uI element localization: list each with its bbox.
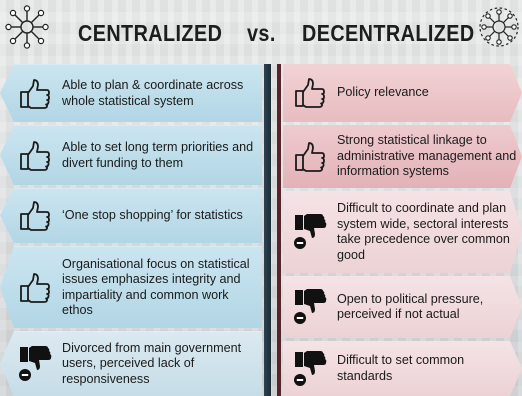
thumbs-down-icon	[293, 213, 327, 251]
decentralized-item-text: Difficult to coordinate and plan system …	[337, 201, 510, 262]
centralized-item-text: Organisational focus on statistical issu…	[62, 256, 250, 318]
centralized-title: CENTRALIZED	[78, 20, 223, 46]
thumbs-down-icon	[293, 350, 327, 388]
centralized-item-text: Able to set long term priorities and div…	[62, 140, 254, 170]
thumbs-up-icon	[20, 140, 50, 171]
thumbs-up-icon	[293, 76, 327, 110]
centralized-item-text: ‘One stop shopping’ for statistics	[62, 208, 243, 223]
decentralized-item: Open to political pressure, perceived if…	[283, 276, 522, 338]
thumbs-down-icon	[19, 346, 52, 381]
centralized-item-text: Divorced from main government users, per…	[62, 340, 242, 386]
thumbs-up-icon	[20, 78, 50, 109]
decentralized-item: Policy relevance	[283, 64, 522, 122]
thumbs-up-icon	[20, 272, 50, 303]
distributed-network-icon	[479, 7, 519, 47]
centralized-item-text: Able to plan & coordinate across whole s…	[62, 78, 244, 108]
network-hub-icon	[5, 5, 49, 49]
decentralized-item-text: Strong statistical linkage to administra…	[337, 133, 517, 179]
column-divider	[264, 64, 271, 396]
vs-label: vs.	[247, 20, 276, 46]
decentralized-item: Strong statistical linkage to administra…	[283, 125, 522, 188]
thumbs-up-icon	[293, 140, 327, 174]
centralized-item: Divorced from main government users, per…	[0, 331, 262, 396]
centralized-item: Organisational focus on statistical issu…	[0, 246, 262, 328]
decentralized-item: Difficult to coordinate and plan system …	[283, 191, 522, 273]
thumbs-down-icon	[293, 288, 327, 326]
centralized-item: ‘One stop shopping’ for statistics	[0, 188, 262, 243]
column-divider-accent	[277, 64, 281, 396]
header: CENTRALIZED vs. DECENTRALIZED	[0, 0, 522, 62]
decentralized-title: DECENTRALIZED	[302, 20, 475, 46]
decentralized-item: Difficult to set common standards	[283, 341, 522, 396]
thumbs-up-icon	[20, 201, 50, 231]
decentralized-item-text: Open to political pressure, perceived if…	[337, 291, 484, 321]
centralized-item: Able to set long term priorities and div…	[0, 125, 262, 185]
decentralized-item-text: Policy relevance	[337, 85, 429, 100]
decentralized-item-text: Difficult to set common standards	[337, 353, 465, 383]
centralized-item: Able to plan & coordinate across whole s…	[0, 64, 262, 122]
